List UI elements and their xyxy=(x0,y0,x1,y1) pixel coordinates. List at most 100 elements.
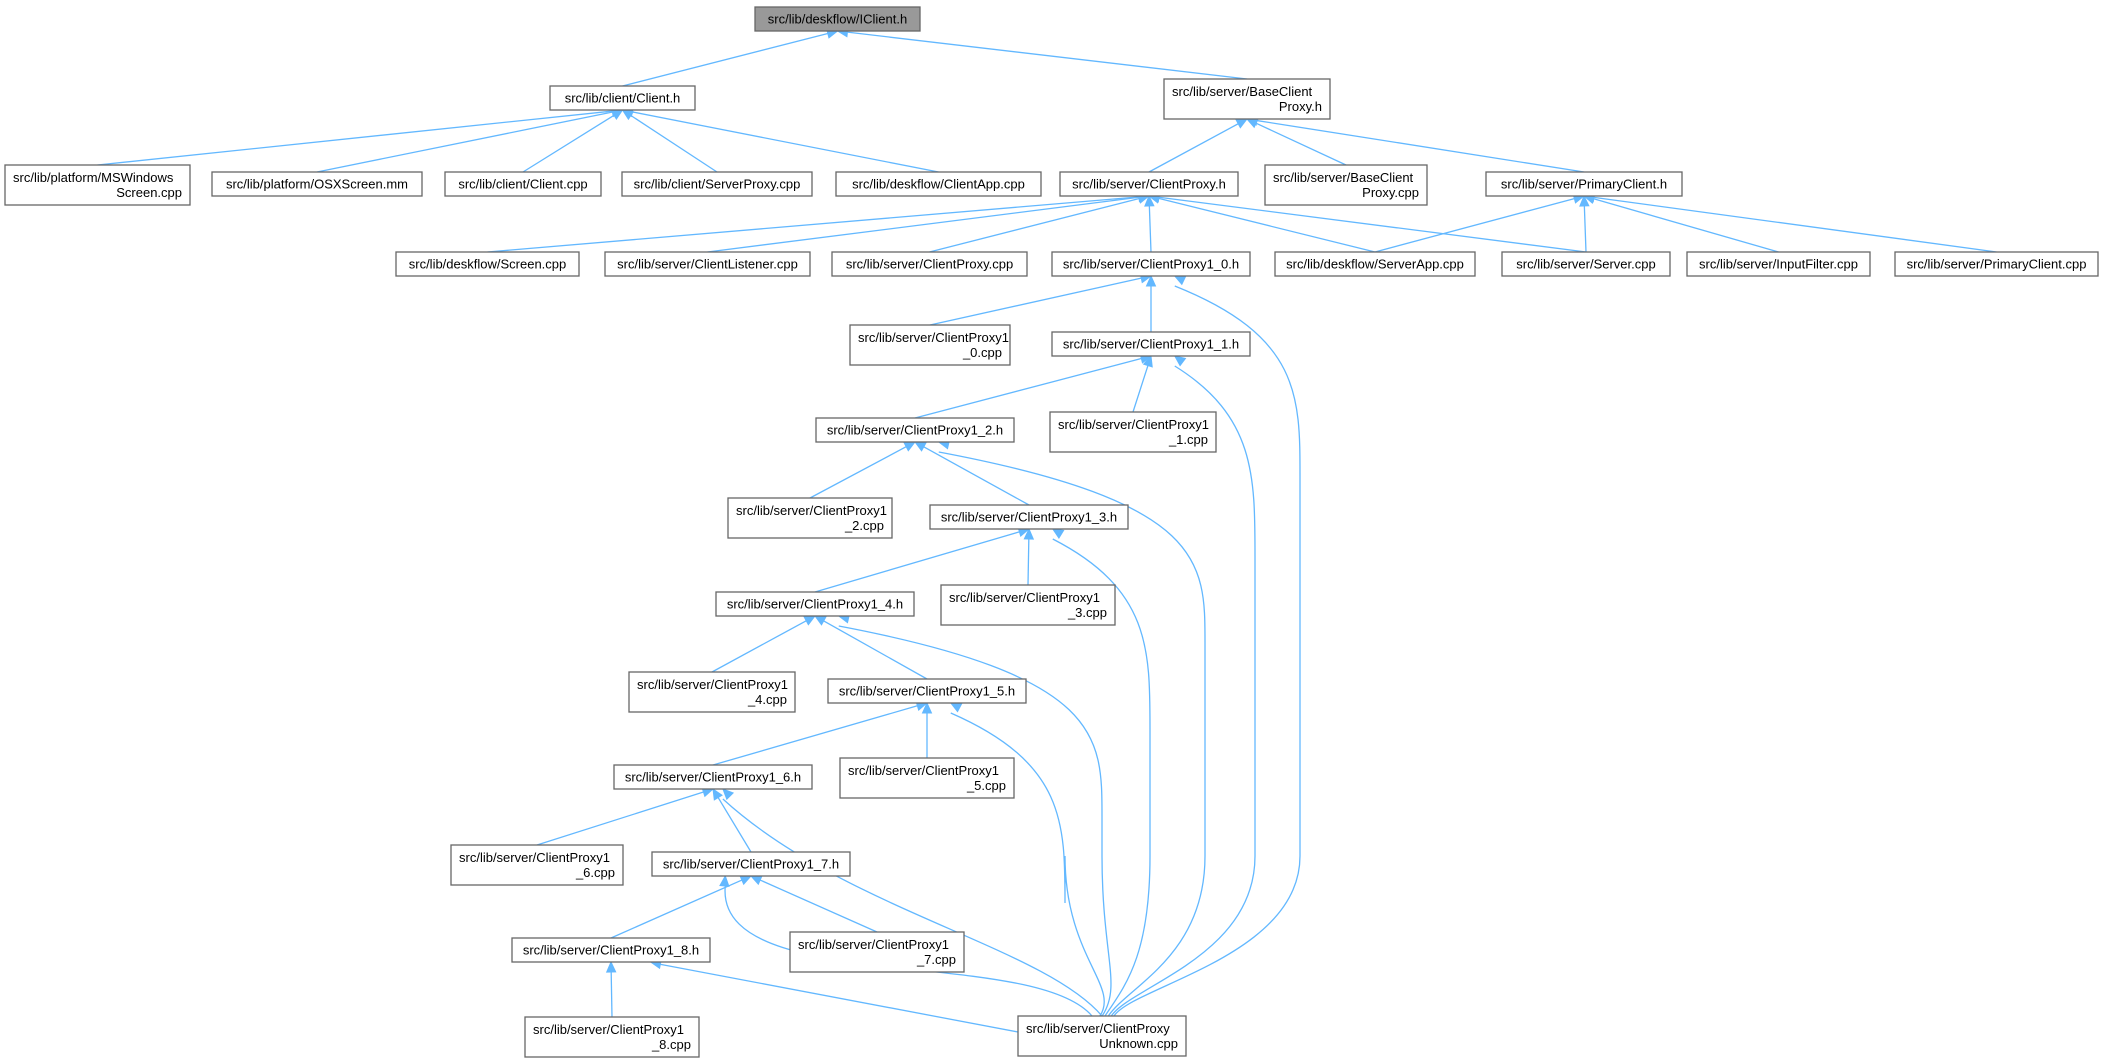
node-cp1-2-h[interactable]: src/lib/server/ClientProxy1_2.h xyxy=(815,417,1015,443)
node-cp1-7-h[interactable]: src/lib/server/ClientProxy1_7.h xyxy=(651,851,851,877)
edge-line xyxy=(838,625,1112,1017)
node-cp1-5-cpp[interactable]: src/lib/server/ClientProxy1_5.cpp xyxy=(839,757,1015,799)
node-iclient[interactable]: src/lib/deskflow/IClient.h xyxy=(754,6,921,32)
edge-line xyxy=(1583,205,1587,253)
node-label: src/lib/server/ClientProxy1 xyxy=(1058,417,1209,432)
arrow-head xyxy=(605,960,617,973)
node-label: src/lib/server/ClientProxy1_8.h xyxy=(523,943,699,958)
node-primaryclient-h[interactable]: src/lib/server/PrimaryClient.h xyxy=(1485,171,1683,197)
node-box xyxy=(444,171,602,197)
edge-cp1-6-h-to-cp1-6-cpp xyxy=(536,787,715,846)
node-box xyxy=(815,417,1015,443)
node-label: src/lib/server/ClientProxy.cpp xyxy=(846,257,1013,272)
node-clientproxy-h[interactable]: src/lib/server/ClientProxy.h xyxy=(1059,171,1239,197)
node-box xyxy=(835,171,1042,197)
node-box xyxy=(1051,331,1251,357)
node-label: src/lib/server/ClientProxy1_5.h xyxy=(839,684,1015,699)
node-cp1-4-h[interactable]: src/lib/server/ClientProxy1_4.h xyxy=(715,591,915,617)
node-server-cpp[interactable]: src/lib/server/Server.cpp xyxy=(1501,251,1671,277)
arrow-head xyxy=(722,788,735,801)
node-cp1-5-h[interactable]: src/lib/server/ClientProxy1_5.h xyxy=(827,678,1027,704)
edge-clientproxy-h-to-clientproxy-cpp xyxy=(929,193,1151,253)
edge-cp1-5-h-to-cp1-5-cpp xyxy=(921,701,933,758)
node-label: _8.cpp xyxy=(651,1037,691,1052)
edge-line xyxy=(711,620,807,673)
node-cp1-2-cpp[interactable]: src/lib/server/ClientProxy1_2.cpp xyxy=(727,497,893,539)
node-label: src/lib/server/ClientProxy1 xyxy=(858,330,1009,345)
node-label: src/lib/server/Server.cpp xyxy=(1516,257,1655,272)
edge-line xyxy=(1255,122,1347,166)
edge-line xyxy=(1113,285,1301,1017)
node-clientapp-cpp[interactable]: src/lib/deskflow/ClientApp.cpp xyxy=(835,171,1042,197)
node-clientproxy-cpp[interactable]: src/lib/server/ClientProxy.cpp xyxy=(831,251,1028,277)
node-screen-cpp[interactable]: src/lib/deskflow/Screen.cpp xyxy=(395,251,580,277)
node-label: Proxy.cpp xyxy=(1362,185,1419,200)
node-box xyxy=(1059,171,1239,197)
node-cp1-8-cpp[interactable]: src/lib/server/ClientProxy1_8.cpp xyxy=(524,1016,700,1058)
node-label: Screen.cpp xyxy=(116,185,182,200)
edge-line xyxy=(938,451,1206,1017)
node-primaryclient-cpp[interactable]: src/lib/server/PrimaryClient.cpp xyxy=(1894,251,2099,277)
edge-cp1-0-h-to-cpunknown-cpp xyxy=(1113,275,1301,1017)
node-cp1-6-h[interactable]: src/lib/server/ClientProxy1_6.h xyxy=(613,764,813,790)
node-label: src/lib/deskflow/Screen.cpp xyxy=(409,257,567,272)
arrow-head xyxy=(913,441,927,452)
edge-baseclientproxy-h-to-primaryclient-h xyxy=(1245,115,1585,173)
node-serverproxy-cpp[interactable]: src/lib/client/ServerProxy.cpp xyxy=(621,171,813,197)
node-label: src/lib/deskflow/IClient.h xyxy=(768,12,907,27)
node-label: src/lib/client/Client.h xyxy=(565,91,681,106)
node-box xyxy=(940,584,1116,626)
edge-line xyxy=(1256,119,1585,173)
edge-cp1-6-h-to-cpunknown-cpp xyxy=(722,788,1103,1017)
node-label: _3.cpp xyxy=(1067,605,1107,620)
node-box xyxy=(613,764,813,790)
arrow-head xyxy=(1235,118,1249,129)
node-cp1-1-h[interactable]: src/lib/server/ClientProxy1_1.h xyxy=(1051,331,1251,357)
node-cp1-1-cpp[interactable]: src/lib/server/ClientProxy1_1.cpp xyxy=(1049,411,1217,453)
edge-line xyxy=(823,620,928,680)
edge-cp1-7-h-to-cp1-7-cpp xyxy=(749,875,878,933)
node-inputfilter-cpp[interactable]: src/lib/server/InputFilter.cpp xyxy=(1686,251,1871,277)
edge-line xyxy=(487,196,1140,253)
edge-line xyxy=(722,798,1103,1017)
node-clientlistener-cpp[interactable]: src/lib/server/ClientListener.cpp xyxy=(604,251,811,277)
edge-line xyxy=(950,712,1105,1017)
edge-line xyxy=(1593,196,1997,253)
edge-line xyxy=(522,114,615,173)
node-box xyxy=(827,678,1027,704)
node-box xyxy=(1163,78,1331,120)
edge-line xyxy=(1593,198,1779,253)
node-label: _6.cpp xyxy=(575,865,615,880)
nodes-layer: src/lib/deskflow/IClient.h src/lib/client… xyxy=(4,6,2099,1058)
node-cp1-3-h[interactable]: src/lib/server/ClientProxy1_3.h xyxy=(929,504,1129,530)
node-cp1-8-h[interactable]: src/lib/server/ClientProxy1_8.h xyxy=(511,937,711,963)
edge-line xyxy=(929,277,1142,326)
node-cp1-6-cpp[interactable]: src/lib/server/ClientProxy1_6.cpp xyxy=(450,844,624,886)
node-box xyxy=(1017,1015,1187,1057)
edge-cp1-4-h-to-cp1-5-h xyxy=(813,615,928,680)
node-client-cpp[interactable]: src/lib/client/Client.cpp xyxy=(444,171,602,197)
edge-primaryclient-h-to-primaryclient-cpp xyxy=(1582,192,1997,253)
node-cp1-0-h[interactable]: src/lib/server/ClientProxy1_0.h xyxy=(1051,251,1251,277)
node-cp1-7-cpp[interactable]: src/lib/server/ClientProxy1_7.cpp xyxy=(789,931,965,973)
node-box xyxy=(1049,411,1217,453)
node-box xyxy=(849,324,1011,366)
node-cp1-0-cpp[interactable]: src/lib/server/ClientProxy1_0.cpp xyxy=(849,324,1011,366)
edge-cp1-4-h-to-cp1-4-cpp xyxy=(711,615,817,673)
node-cp1-4-cpp[interactable]: src/lib/server/ClientProxy1_4.cpp xyxy=(628,671,796,713)
node-box xyxy=(4,164,191,206)
node-box xyxy=(621,171,813,197)
node-label: src/lib/server/PrimaryClient.cpp xyxy=(1907,257,2087,272)
node-box xyxy=(1274,251,1476,277)
edge-line xyxy=(759,879,878,933)
node-serverapp-cpp[interactable]: src/lib/deskflow/ServerApp.cpp xyxy=(1274,251,1476,277)
node-client-h[interactable]: src/lib/client/Client.h xyxy=(549,85,696,111)
node-osxscreen[interactable]: src/lib/platform/OSXScreen.mm xyxy=(211,171,423,197)
node-label: src/lib/server/ClientProxy1_7.h xyxy=(663,857,839,872)
node-label: _1.cpp xyxy=(1168,432,1208,447)
node-cp1-3-cpp[interactable]: src/lib/server/ClientProxy1_3.cpp xyxy=(940,584,1116,626)
